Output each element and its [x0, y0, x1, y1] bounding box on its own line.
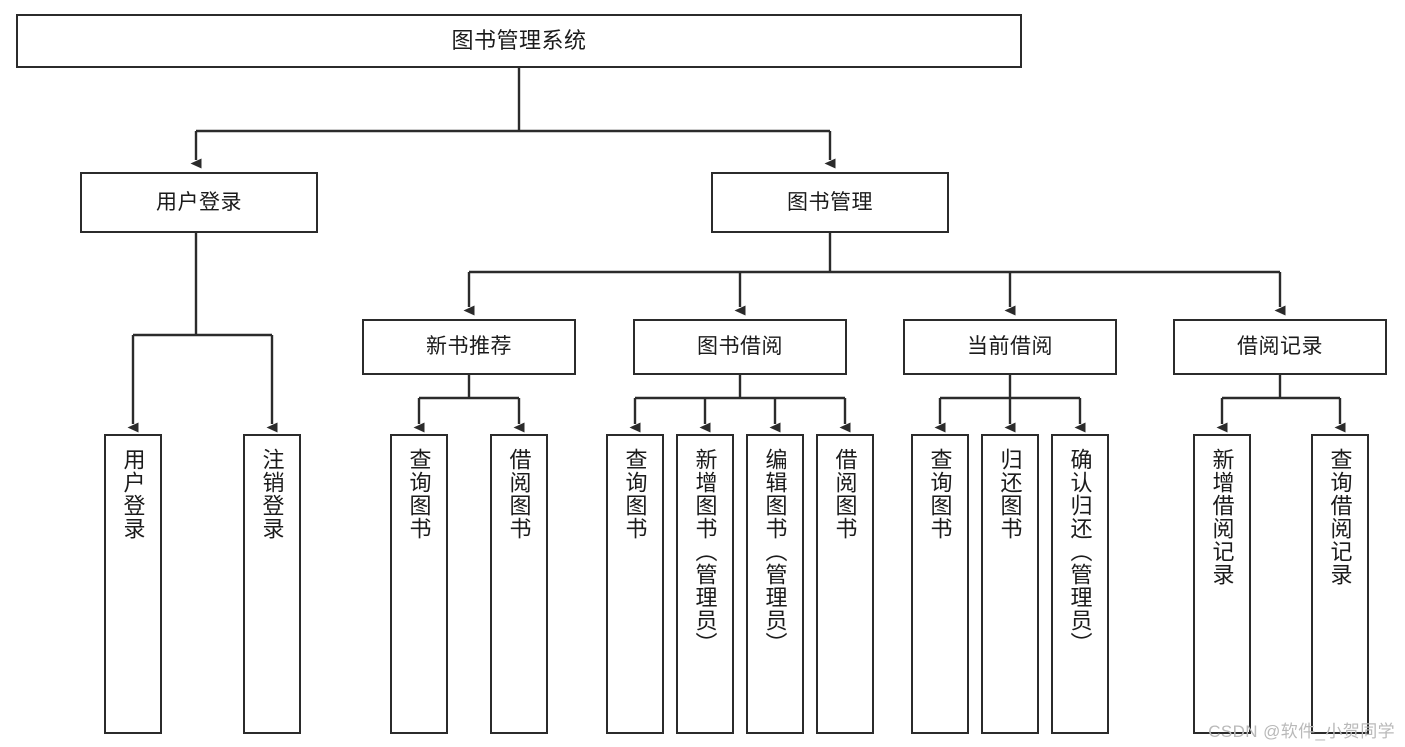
leaf-query-book-3[interactable]: 查询图书 — [911, 434, 969, 734]
node-new-book-recommend[interactable]: 新书推荐 — [362, 319, 576, 375]
leaf-add-record[interactable]: 新增借阅记录 — [1193, 434, 1251, 734]
leaf-user-login-label: 用户登录 — [120, 448, 146, 540]
node-current-borrow-label: 当前借阅 — [967, 335, 1053, 359]
leaf-query-book-1[interactable]: 查询图书 — [390, 434, 448, 734]
leaf-add-record-label: 新增借阅记录 — [1209, 448, 1235, 586]
leaf-add-book-label: 新增图书（管理员） — [692, 448, 718, 655]
leaf-query-book-2-label: 查询图书 — [622, 448, 648, 540]
node-book-manage[interactable]: 图书管理 — [711, 172, 949, 233]
leaf-query-book-2[interactable]: 查询图书 — [606, 434, 664, 734]
leaf-confirm-return[interactable]: 确认归还（管理员） — [1051, 434, 1109, 734]
leaf-confirm-return-label: 确认归还（管理员） — [1067, 448, 1093, 655]
leaf-query-record-label: 查询借阅记录 — [1327, 448, 1353, 586]
leaf-user-login[interactable]: 用户登录 — [104, 434, 162, 734]
node-book-manage-label: 图书管理 — [787, 190, 873, 214]
node-user-login[interactable]: 用户登录 — [80, 172, 318, 233]
leaf-borrow-book-1-label: 借阅图书 — [506, 448, 532, 540]
node-borrow-record[interactable]: 借阅记录 — [1173, 319, 1387, 375]
node-root-label: 图书管理系统 — [451, 27, 587, 53]
leaf-borrow-book-1[interactable]: 借阅图书 — [490, 434, 548, 734]
leaf-edit-book[interactable]: 编辑图书（管理员） — [746, 434, 804, 734]
node-new-book-recommend-label: 新书推荐 — [426, 335, 512, 359]
node-borrow-record-label: 借阅记录 — [1237, 335, 1323, 359]
csdn-watermark: CSDN @软件_小贺同学 — [1208, 722, 1395, 741]
leaf-query-record[interactable]: 查询借阅记录 — [1311, 434, 1369, 734]
node-root[interactable]: 图书管理系统 — [16, 14, 1022, 68]
leaf-edit-book-label: 编辑图书（管理员） — [762, 448, 788, 655]
node-book-borrow[interactable]: 图书借阅 — [633, 319, 847, 375]
leaf-user-logout-label: 注销登录 — [259, 448, 285, 540]
leaf-query-book-1-label: 查询图书 — [406, 448, 432, 540]
node-book-borrow-label: 图书借阅 — [697, 335, 783, 359]
leaf-return-book-label: 归还图书 — [997, 448, 1023, 540]
leaf-borrow-book-2[interactable]: 借阅图书 — [816, 434, 874, 734]
node-user-login-label: 用户登录 — [156, 190, 242, 214]
leaf-return-book[interactable]: 归还图书 — [981, 434, 1039, 734]
leaf-user-logout[interactable]: 注销登录 — [243, 434, 301, 734]
leaf-query-book-3-label: 查询图书 — [927, 448, 953, 540]
node-current-borrow[interactable]: 当前借阅 — [903, 319, 1117, 375]
leaf-borrow-book-2-label: 借阅图书 — [832, 448, 858, 540]
leaf-add-book[interactable]: 新增图书（管理员） — [676, 434, 734, 734]
